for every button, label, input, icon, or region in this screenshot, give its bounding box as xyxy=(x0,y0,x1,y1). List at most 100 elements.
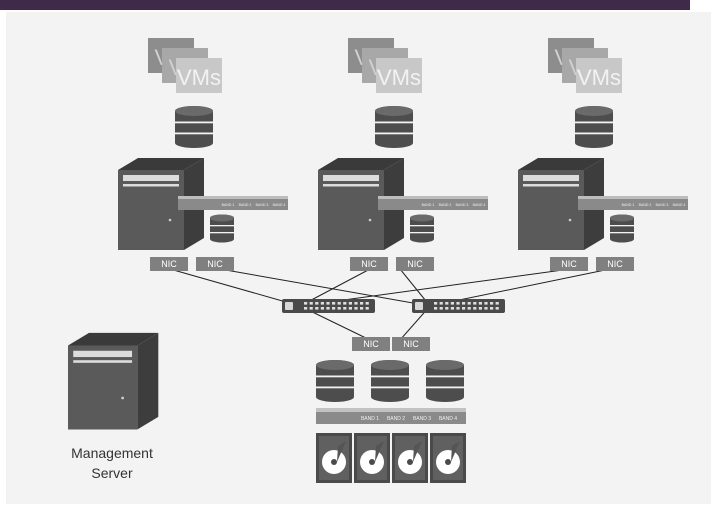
switch-port xyxy=(467,302,471,305)
database-icon xyxy=(371,360,409,402)
switch-port xyxy=(490,307,494,310)
hard-disk-icon xyxy=(392,433,428,483)
switch-port xyxy=(320,302,324,305)
database-icon xyxy=(316,360,354,402)
disk-spindle xyxy=(331,459,337,465)
switch-port xyxy=(354,307,358,310)
nic-port xyxy=(550,257,588,271)
switch-port xyxy=(348,302,352,305)
switch-port xyxy=(343,307,347,310)
switch-port xyxy=(456,307,460,310)
nic-label: NIC xyxy=(161,259,177,269)
nic-label: NIC xyxy=(207,259,223,269)
database-icon xyxy=(210,214,234,243)
disk-arm xyxy=(413,441,422,462)
switch-port xyxy=(326,302,330,305)
switch-port xyxy=(450,302,454,305)
drive-bay-frame xyxy=(178,196,288,210)
switch-port xyxy=(473,302,477,305)
drive-bay-highlight xyxy=(378,196,488,199)
storage-bay-highlight xyxy=(316,408,466,412)
switch-port xyxy=(484,302,488,305)
disk-spindle xyxy=(445,459,451,465)
switch-port xyxy=(309,302,313,305)
switch-port xyxy=(495,307,499,310)
database-icon xyxy=(375,106,413,148)
disk-arm xyxy=(375,441,384,462)
switch-port xyxy=(304,307,308,310)
switch-port xyxy=(365,307,369,310)
switch-port xyxy=(445,307,449,310)
switch-uplink xyxy=(415,302,423,310)
switch-port xyxy=(434,302,438,305)
vm-stack: VMVMVMs xyxy=(548,38,622,93)
disk-arm xyxy=(451,441,460,462)
switch-port xyxy=(320,307,324,310)
switch-port xyxy=(445,302,449,305)
switch-port xyxy=(462,302,466,305)
network-switch-icon xyxy=(412,299,505,313)
drive-bay-label: BAND 3 xyxy=(256,203,269,207)
switch-port xyxy=(337,307,341,310)
hard-disk-icon xyxy=(354,433,390,483)
storage-bay-label: BAND 3 xyxy=(413,416,431,422)
drive-bay-label: BAND 3 xyxy=(656,203,669,207)
switch-port xyxy=(309,307,313,310)
drive-bay-frame xyxy=(578,196,688,210)
drive-bay-label: BAND 2 xyxy=(639,203,652,207)
switch-port xyxy=(360,302,364,305)
database-icon xyxy=(426,360,464,402)
drive-bay-highlight xyxy=(178,196,288,199)
switch-port xyxy=(450,307,454,310)
drive-bay-label: BAND 2 xyxy=(439,203,452,207)
switch-port xyxy=(337,302,341,305)
nic-label: NIC xyxy=(361,259,377,269)
database-icon xyxy=(610,214,634,243)
vm-card-label: VMs xyxy=(377,65,421,90)
nic-port xyxy=(392,337,430,351)
disk-spindle xyxy=(369,459,375,465)
switch-port xyxy=(304,302,308,305)
management-server-label-line2: Server xyxy=(91,465,133,481)
switch-port xyxy=(462,307,466,310)
database-icon xyxy=(175,106,213,148)
drive-bay-label: BAND 4 xyxy=(673,203,686,207)
nic-port xyxy=(396,257,434,271)
nic-port xyxy=(150,257,188,271)
switch-port xyxy=(348,307,352,310)
nic-port xyxy=(196,257,234,271)
vm-card-label: VMs xyxy=(177,65,221,90)
nic-label: NIC xyxy=(607,259,623,269)
storage-bay-label: BAND 4 xyxy=(439,416,457,422)
management-server-icon xyxy=(68,332,159,430)
switch-port xyxy=(315,302,319,305)
drive-bay-frame xyxy=(378,196,488,210)
network-links xyxy=(169,268,611,341)
switch-body xyxy=(412,299,505,313)
management-server-label-line1: Management xyxy=(71,445,153,461)
nic-label: NIC xyxy=(561,259,577,269)
nic-port xyxy=(352,337,390,351)
vm-card-icon xyxy=(376,58,422,93)
database-icon xyxy=(575,106,613,148)
switch-port xyxy=(365,302,369,305)
drive-bay-label: BAND 1 xyxy=(422,203,435,207)
switch-port xyxy=(343,302,347,305)
switch-port xyxy=(484,307,488,310)
switch-port xyxy=(439,302,443,305)
network-link xyxy=(169,268,301,307)
drive-bay-highlight xyxy=(578,196,688,199)
switch-port xyxy=(315,307,319,310)
drive-bay-label: BAND 2 xyxy=(239,203,252,207)
switch-port xyxy=(354,302,358,305)
top-bar xyxy=(0,0,690,10)
switch-port xyxy=(490,302,494,305)
switch-uplink xyxy=(285,302,293,310)
storage-bay-label: BAND 2 xyxy=(387,416,405,422)
switch-port xyxy=(467,307,471,310)
